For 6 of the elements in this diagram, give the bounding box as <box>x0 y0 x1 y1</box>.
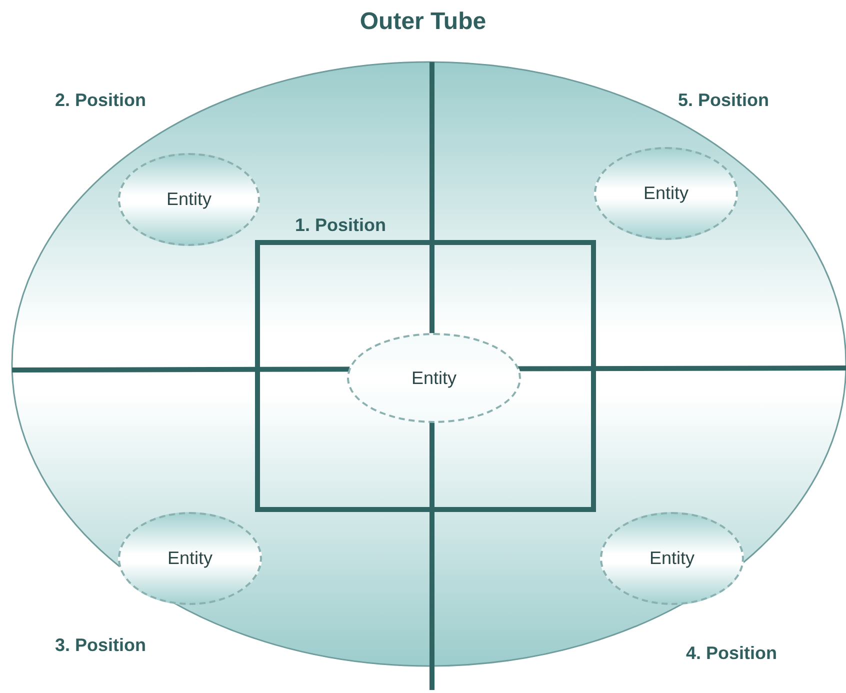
position-label: 2. Position <box>55 90 146 111</box>
position-label: 5. Position <box>678 90 770 111</box>
position-label: 3. Position <box>55 635 146 656</box>
position-label: 1. Position <box>295 215 386 236</box>
tube-heading: Outer Tube <box>358 8 488 36</box>
position-label: 4. Position <box>686 643 778 664</box>
